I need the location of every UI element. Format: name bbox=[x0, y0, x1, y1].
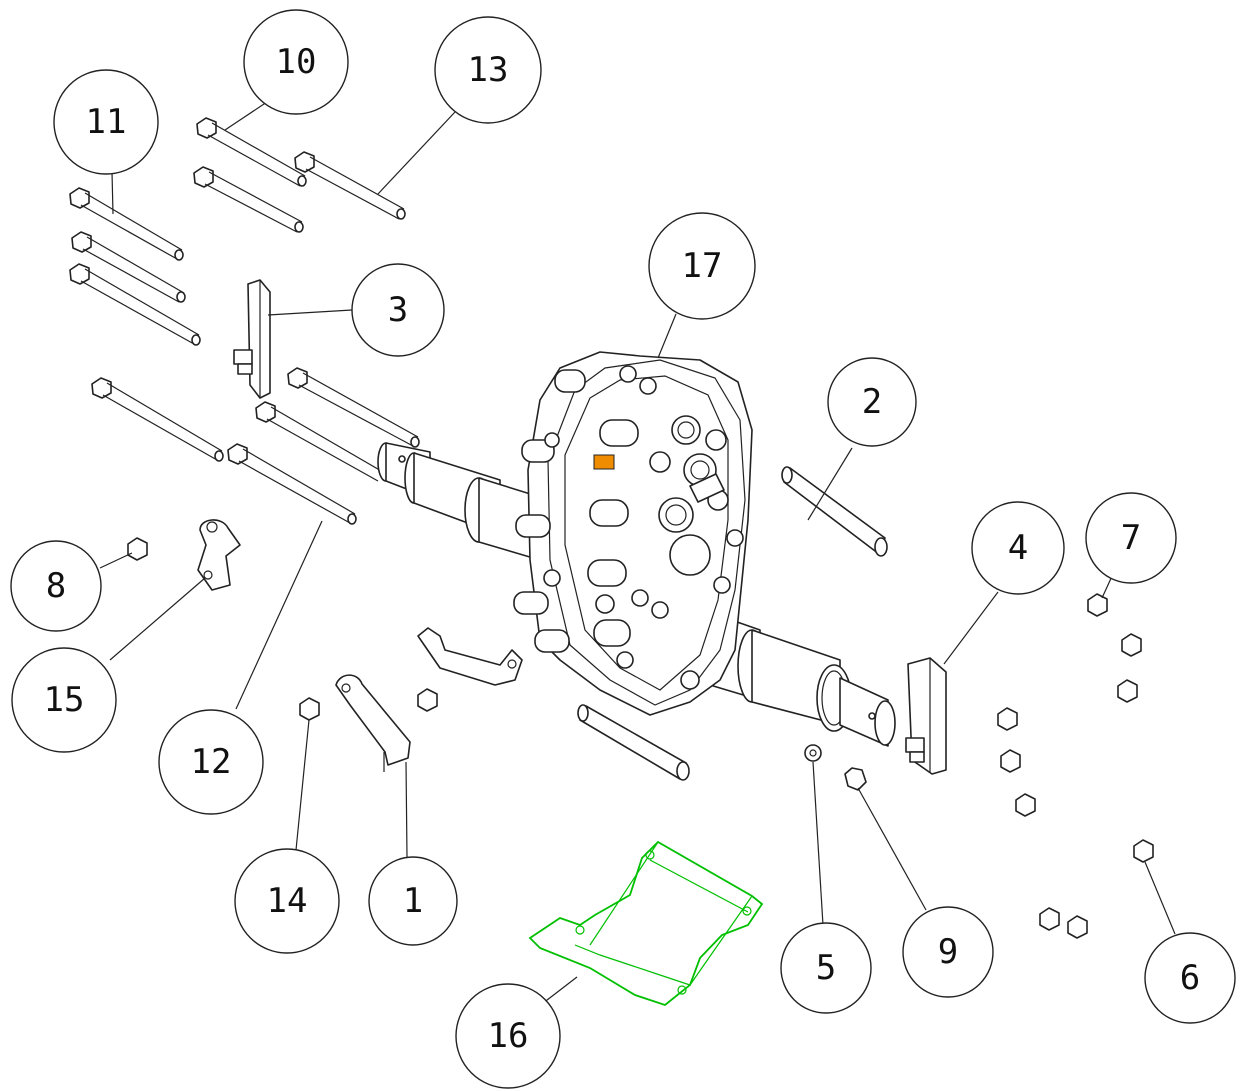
callout-17-label: 17 bbox=[682, 246, 723, 286]
callout-14-label: 14 bbox=[267, 881, 308, 921]
callout-9: 9 bbox=[902, 906, 994, 998]
arm-part-above-1 bbox=[417, 627, 523, 686]
callout-2-label: 2 bbox=[862, 382, 882, 422]
callout-3: 3 bbox=[351, 263, 445, 357]
callout-4-label: 4 bbox=[1008, 528, 1028, 568]
bracket-part-3 bbox=[233, 279, 271, 399]
callout-6: 6 bbox=[1144, 932, 1236, 1024]
bolt bbox=[227, 443, 357, 525]
callout-14: 14 bbox=[234, 848, 340, 954]
callout-7: 7 bbox=[1085, 492, 1177, 584]
callout-11: 11 bbox=[53, 69, 159, 175]
bolt bbox=[71, 231, 186, 303]
bolt bbox=[91, 377, 224, 462]
pin-lower bbox=[577, 704, 690, 781]
callout-6-label: 6 bbox=[1180, 958, 1200, 998]
callout-16-label: 16 bbox=[488, 1016, 529, 1056]
callout-12: 12 bbox=[158, 709, 264, 815]
callout-4: 4 bbox=[971, 501, 1065, 595]
bolt bbox=[294, 151, 406, 220]
link-part-15 bbox=[197, 519, 241, 591]
bolt bbox=[196, 117, 307, 187]
nut-group bbox=[127, 537, 1154, 939]
callout-8-label: 8 bbox=[46, 566, 66, 606]
callout-17: 17 bbox=[648, 212, 756, 320]
callout-16: 16 bbox=[455, 983, 561, 1089]
bolt-group bbox=[69, 117, 420, 525]
callout-5-label: 5 bbox=[816, 948, 836, 988]
axle-left bbox=[377, 442, 541, 561]
callout-3-label: 3 bbox=[388, 290, 408, 330]
callout-10: 10 bbox=[243, 9, 349, 115]
leader-lines bbox=[99, 99, 1176, 1008]
bolt bbox=[69, 263, 201, 346]
callout-9-label: 9 bbox=[938, 932, 958, 972]
bolt bbox=[69, 187, 184, 261]
bolt bbox=[287, 367, 420, 448]
callout-15-label: 15 bbox=[44, 680, 85, 720]
callout-10-label: 10 bbox=[276, 42, 317, 82]
callout-13: 13 bbox=[434, 16, 542, 124]
callout-7-label: 7 bbox=[1121, 518, 1141, 558]
bolt bbox=[193, 166, 304, 233]
gearbox-housing-part-17 bbox=[513, 351, 753, 716]
bolt bbox=[255, 401, 384, 482]
callout-5: 5 bbox=[780, 922, 872, 1014]
callout-1: 1 bbox=[368, 856, 458, 946]
bracket-part-4 bbox=[905, 657, 947, 775]
skid-plate-part-16 bbox=[528, 840, 764, 1007]
callout-2: 2 bbox=[827, 357, 917, 447]
accent-tab bbox=[593, 454, 615, 470]
callout-12-label: 12 bbox=[191, 742, 232, 782]
pin-part-2 bbox=[781, 466, 888, 557]
callout-15: 15 bbox=[11, 647, 117, 753]
callout-13-label: 13 bbox=[468, 50, 509, 90]
callout-1-label: 1 bbox=[403, 881, 423, 921]
callout-8: 8 bbox=[10, 540, 102, 632]
lever-part-1 bbox=[335, 674, 411, 772]
callout-11-label: 11 bbox=[86, 102, 127, 142]
